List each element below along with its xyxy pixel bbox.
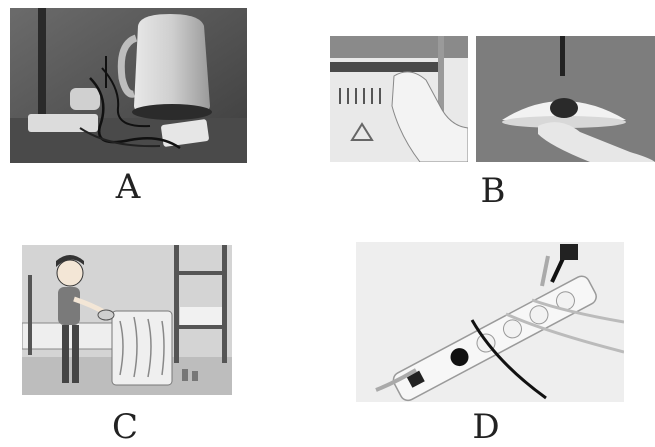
label-c: C bbox=[111, 407, 138, 447]
label-a: A bbox=[115, 167, 141, 207]
label-b: B bbox=[480, 171, 506, 211]
illustration-c bbox=[22, 245, 232, 395]
photo-d bbox=[356, 242, 624, 402]
label-d: D bbox=[472, 407, 500, 447]
photo-b bbox=[330, 36, 655, 162]
photo-a bbox=[10, 8, 247, 163]
